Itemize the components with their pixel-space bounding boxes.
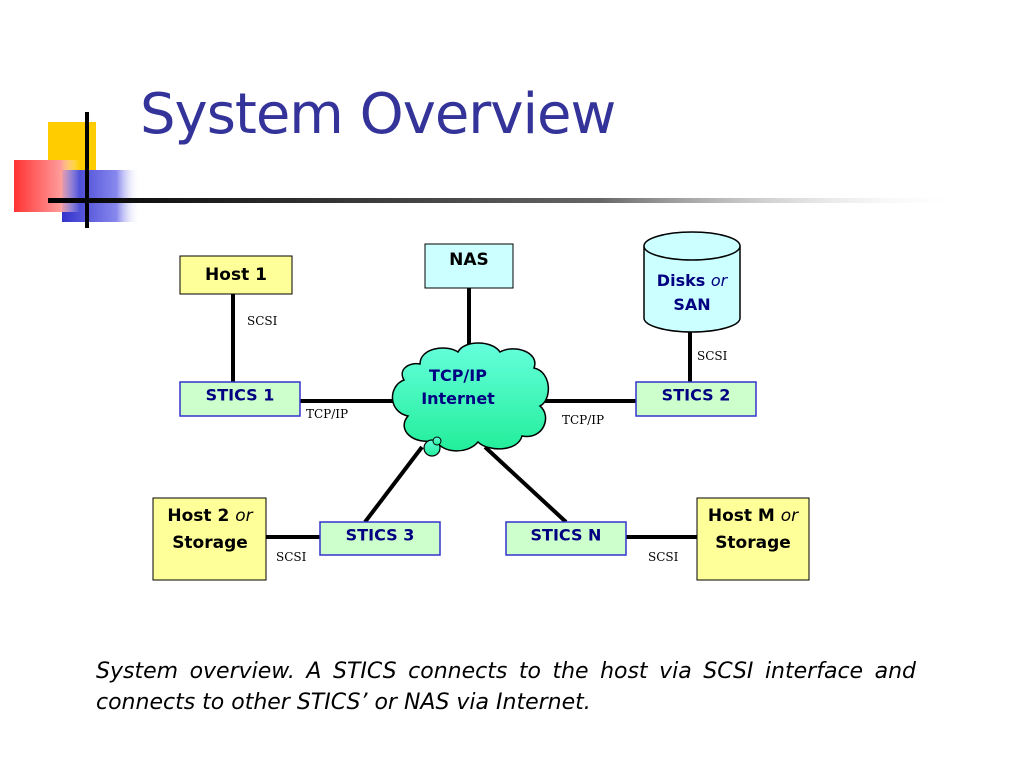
link-cloud-sticsN [483,445,568,524]
hostM-or: or [781,506,799,526]
tcpip-label-left: TCP/IP [306,407,348,421]
host2-label: Host 2 [167,506,229,526]
logo-red-square [14,160,80,212]
scsi-label-hostM: SCSI [648,550,679,564]
svg-text:Disks or: Disks or [657,271,729,290]
stics3-node: STICS 3 [319,521,441,556]
connection-lines [231,288,697,539]
stics2-node: STICS 2 [635,381,757,417]
scsi-label-host2: SCSI [276,550,307,564]
link-cloud-stics3 [363,445,424,524]
sticsN-label: STICS N [531,526,602,545]
title-rule [48,198,968,203]
hostM-node: Host M or Storage [696,497,810,581]
cloud-label-line2: Internet [421,389,495,408]
figure-caption: System overview. A STICS connects to the… [96,659,916,715]
stics2-label: STICS 2 [662,386,731,405]
cloud-label-line1: TCP/IP [429,366,487,385]
nas-label: NAS [449,250,489,270]
hostM-storage-label: Storage [715,533,791,553]
svg-text:Host 2 or: Host 2 or [167,506,253,526]
host2-or: or [235,506,253,526]
network-diagram: Host 1 NAS Disks or SAN TCP/IP Internet [152,231,810,581]
svg-text:Host M or: Host M or [708,506,799,526]
tcpip-label-right: TCP/IP [562,413,604,427]
disks-label: Disks [657,271,705,290]
san-label: SAN [673,295,710,314]
logo-vertical-bar [85,112,89,228]
host2-node: Host 2 or Storage [152,497,267,581]
host2-storage-label: Storage [172,533,248,553]
sticsN-node: STICS N [505,521,627,556]
disks-or: or [711,271,729,290]
stics1-node: STICS 1 [179,381,301,417]
host1-node: Host 1 [179,255,293,295]
scsi-label-disks: SCSI [697,349,728,363]
host1-label: Host 1 [205,265,267,285]
stics1-label: STICS 1 [206,386,275,405]
hostM-label: Host M [708,506,775,526]
internet-cloud: TCP/IP Internet [391,342,549,457]
nas-node: NAS [424,243,514,289]
page-title: System Overview [140,82,616,147]
disks-cylinder: Disks or SAN [643,231,741,333]
stics3-label: STICS 3 [346,526,415,545]
scsi-label-host1: SCSI [247,314,278,328]
